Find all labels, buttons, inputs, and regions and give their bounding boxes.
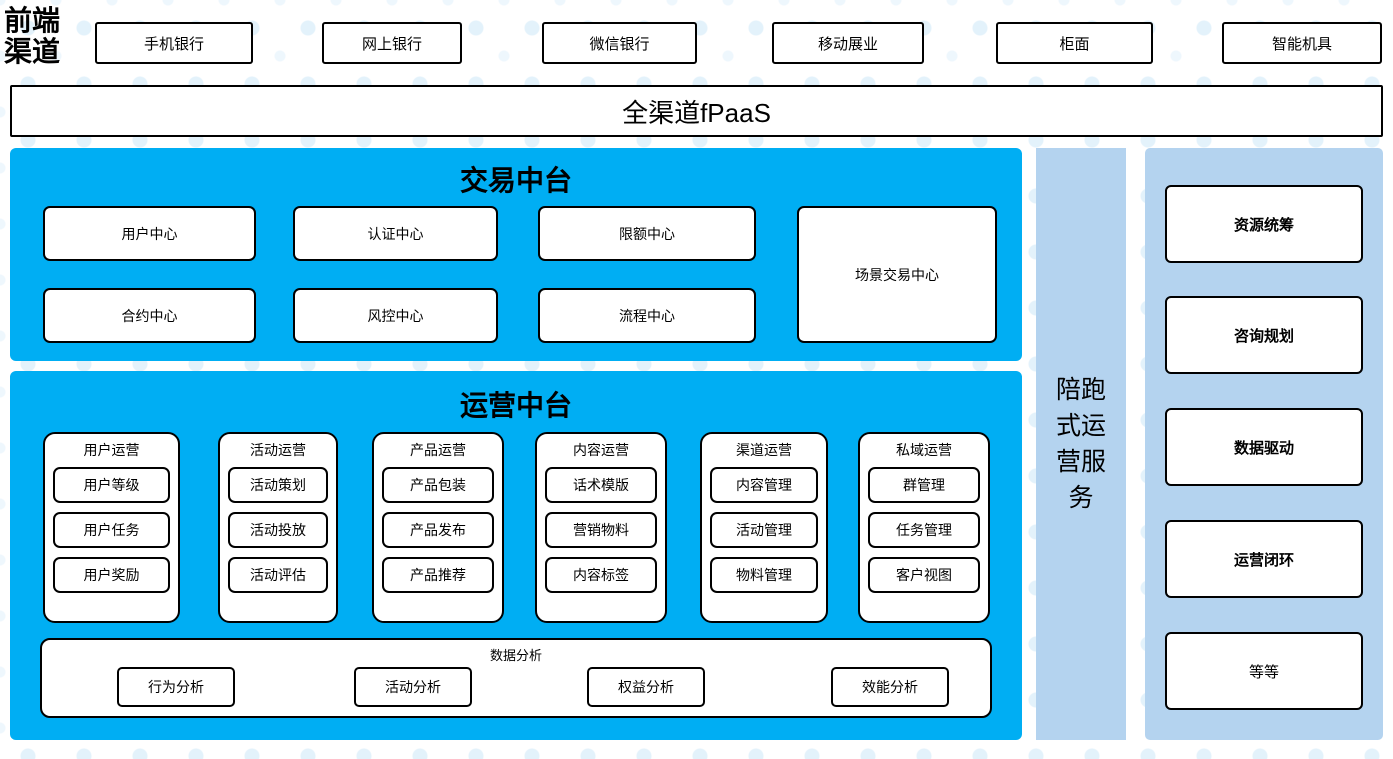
channel-box[interactable]: 柜面: [996, 22, 1153, 64]
service-column: 陪跑式运营服务: [1036, 148, 1126, 740]
ops-group-title: 内容运营: [573, 442, 629, 458]
ops-group-card: 活动运营活动策划活动投放活动评估: [218, 432, 338, 623]
ops-sub-box[interactable]: 内容管理: [710, 467, 818, 503]
trade-center-box[interactable]: 流程中心: [538, 288, 756, 343]
ops-sub-box[interactable]: 群管理: [868, 467, 980, 503]
trade-center-box[interactable]: 认证中心: [293, 206, 498, 261]
ops-group-card: 渠道运营内容管理活动管理物料管理: [700, 432, 828, 623]
data-analysis-box[interactable]: 活动分析: [354, 667, 472, 707]
ops-center-panel: 运营中台 数据分析 行为分析活动分析权益分析效能分析 用户运营用户等级用户任务用…: [10, 371, 1022, 740]
trade-center-panel: 交易中台 用户中心认证中心限额中心合约中心风控中心流程中心场景交易中心: [10, 148, 1022, 361]
ops-sub-box[interactable]: 活动评估: [228, 557, 328, 593]
ops-group-card: 私域运营群管理任务管理客户视图: [858, 432, 990, 623]
ops-sub-box[interactable]: 用户等级: [53, 467, 170, 503]
data-analysis-strip: 数据分析 行为分析 活动分析 权益分析 效能分析: [40, 638, 992, 718]
pillar-box[interactable]: 资源统筹: [1165, 185, 1363, 263]
data-analysis-box[interactable]: 权益分析: [587, 667, 705, 707]
fpaas-banner: 全渠道fPaaS: [10, 85, 1383, 137]
channel-box[interactable]: 智能机具: [1222, 22, 1382, 64]
front-channel-row: 前端渠道 手机银行 网上银行 微信银行 移动展业 柜面 智能机具: [0, 6, 1393, 68]
channel-box[interactable]: 移动展业: [772, 22, 924, 64]
ops-sub-box[interactable]: 活动管理: [710, 512, 818, 548]
trade-center-box[interactable]: 风控中心: [293, 288, 498, 343]
ops-sub-box[interactable]: 产品发布: [382, 512, 494, 548]
ops-sub-box[interactable]: 产品包装: [382, 467, 494, 503]
ops-sub-box[interactable]: 营销物料: [545, 512, 657, 548]
pillar-box[interactable]: 咨询规划: [1165, 296, 1363, 374]
service-column-label: 陪跑式运营服务: [1055, 376, 1106, 512]
ops-sub-box[interactable]: 任务管理: [868, 512, 980, 548]
channel-box[interactable]: 网上银行: [322, 22, 462, 64]
trade-center-title: 交易中台: [459, 165, 572, 196]
ops-sub-box[interactable]: 用户任务: [53, 512, 170, 548]
trade-center-box[interactable]: 合约中心: [43, 288, 256, 343]
ops-sub-box[interactable]: 物料管理: [710, 557, 818, 593]
ops-sub-box[interactable]: 客户视图: [868, 557, 980, 593]
ops-sub-box[interactable]: 活动策划: [228, 467, 328, 503]
ops-group-card: 用户运营用户等级用户任务用户奖励: [43, 432, 180, 623]
ops-sub-box[interactable]: 内容标签: [545, 557, 657, 593]
data-analysis-box[interactable]: 效能分析: [831, 667, 949, 707]
pillar-column: 资源统筹咨询规划数据驱动运营闭环等等: [1145, 148, 1383, 740]
pillar-box[interactable]: 运营闭环: [1165, 520, 1363, 598]
pillar-box[interactable]: 数据驱动: [1165, 408, 1363, 486]
trade-center-box[interactable]: 限额中心: [538, 206, 756, 261]
ops-group-card: 内容运营话术模版营销物料内容标签: [535, 432, 667, 623]
data-analysis-box[interactable]: 行为分析: [117, 667, 235, 707]
channel-box[interactable]: 手机银行: [95, 22, 253, 64]
ops-group-title: 活动运营: [250, 442, 306, 458]
ops-sub-box[interactable]: 话术模版: [545, 467, 657, 503]
ops-group-title: 用户运营: [83, 442, 140, 458]
pillar-box[interactable]: 等等: [1165, 632, 1363, 710]
ops-sub-box[interactable]: 产品推荐: [382, 557, 494, 593]
data-analysis-title: 数据分析: [489, 648, 542, 663]
trade-center-box[interactable]: 场景交易中心: [797, 206, 997, 343]
trade-center-box[interactable]: 用户中心: [43, 206, 256, 261]
ops-group-card: 产品运营产品包装产品发布产品推荐: [372, 432, 504, 623]
channel-box[interactable]: 微信银行: [542, 22, 697, 64]
ops-group-title: 产品运营: [410, 442, 466, 458]
ops-sub-box[interactable]: 活动投放: [228, 512, 328, 548]
ops-sub-box[interactable]: 用户奖励: [53, 557, 170, 593]
ops-center-title: 运营中台: [459, 390, 572, 421]
ops-group-title: 渠道运营: [736, 442, 792, 458]
ops-group-title: 私域运营: [896, 442, 952, 458]
front-channel-label: 前端渠道: [4, 6, 61, 68]
